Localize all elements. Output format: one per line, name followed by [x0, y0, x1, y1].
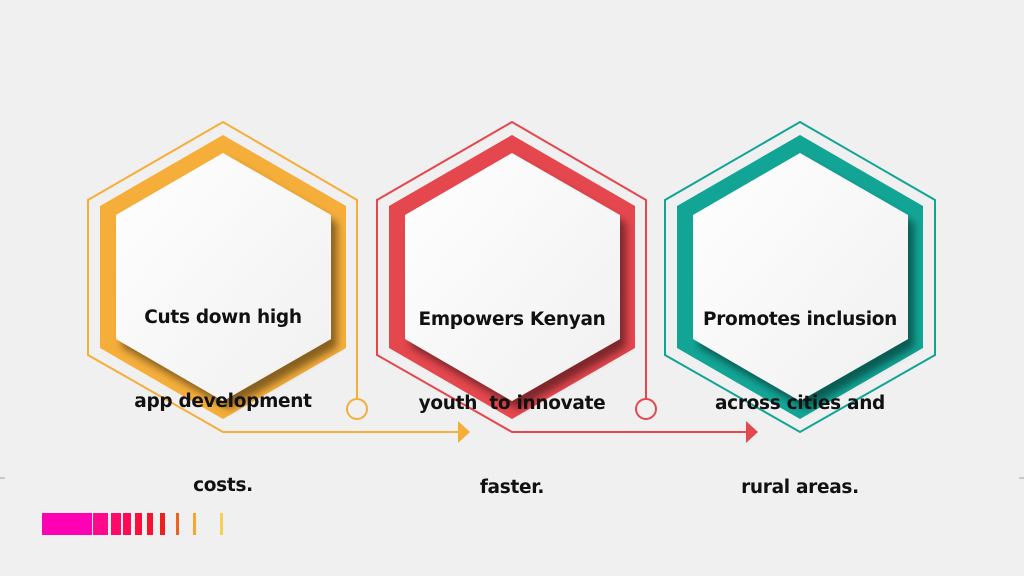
step-2-outline-connector — [376, 120, 750, 433]
progress-segment-5 — [135, 513, 142, 535]
progress-segment-7 — [160, 513, 165, 535]
right-edge-tick — [1019, 477, 1024, 479]
progress-bar-decoration — [42, 513, 223, 535]
progress-segment-3 — [111, 513, 121, 535]
step-2-line-1: Empowers Kenyan — [418, 309, 606, 330]
step-1-line-2: app development — [134, 391, 312, 412]
step-3-line-1: Promotes inclusion — [702, 309, 898, 330]
step-3-hexagon-group — [664, 120, 936, 434]
step-1-white-hexagon — [116, 153, 331, 401]
progress-segment-10 — [220, 513, 223, 535]
step-2-connector-node-icon — [635, 398, 657, 420]
step-1-outline-connector — [87, 120, 462, 433]
left-edge-tick — [0, 477, 5, 479]
step-1-text: Cuts down high app development costs. — [123, 248, 323, 528]
step-2-hexagon-group — [376, 120, 758, 443]
step-3-line-2: across cities and — [714, 393, 886, 414]
step-1-line-3: costs. — [193, 475, 253, 496]
progress-segment-4 — [123, 513, 131, 535]
progress-segment-9 — [193, 513, 196, 535]
step-3-line-3: rural areas. — [741, 477, 859, 498]
step-3-outline — [664, 120, 936, 434]
progress-segment-6 — [147, 513, 153, 535]
step-2-arrow-head-icon — [746, 421, 758, 443]
step-2-line-2: youth to innovate — [418, 393, 606, 414]
step-3-text: Promotes inclusion across cities and rur… — [700, 250, 900, 530]
progress-segment-2 — [93, 513, 108, 535]
step-1-connector-node-icon — [346, 398, 368, 420]
progress-segment-8 — [176, 513, 179, 535]
step-2-line-3: faster. — [479, 477, 545, 498]
step-1-line-1: Cuts down high — [144, 307, 302, 328]
step-3-white-hexagon — [693, 153, 908, 401]
progress-segment-1 — [42, 513, 92, 535]
step-2-white-hexagon — [405, 153, 620, 401]
step-2-text: Empowers Kenyan youth to innovate faster… — [412, 250, 612, 530]
step-1-hexagon-group — [87, 120, 470, 443]
step-1-arrow-head-icon — [458, 421, 470, 443]
